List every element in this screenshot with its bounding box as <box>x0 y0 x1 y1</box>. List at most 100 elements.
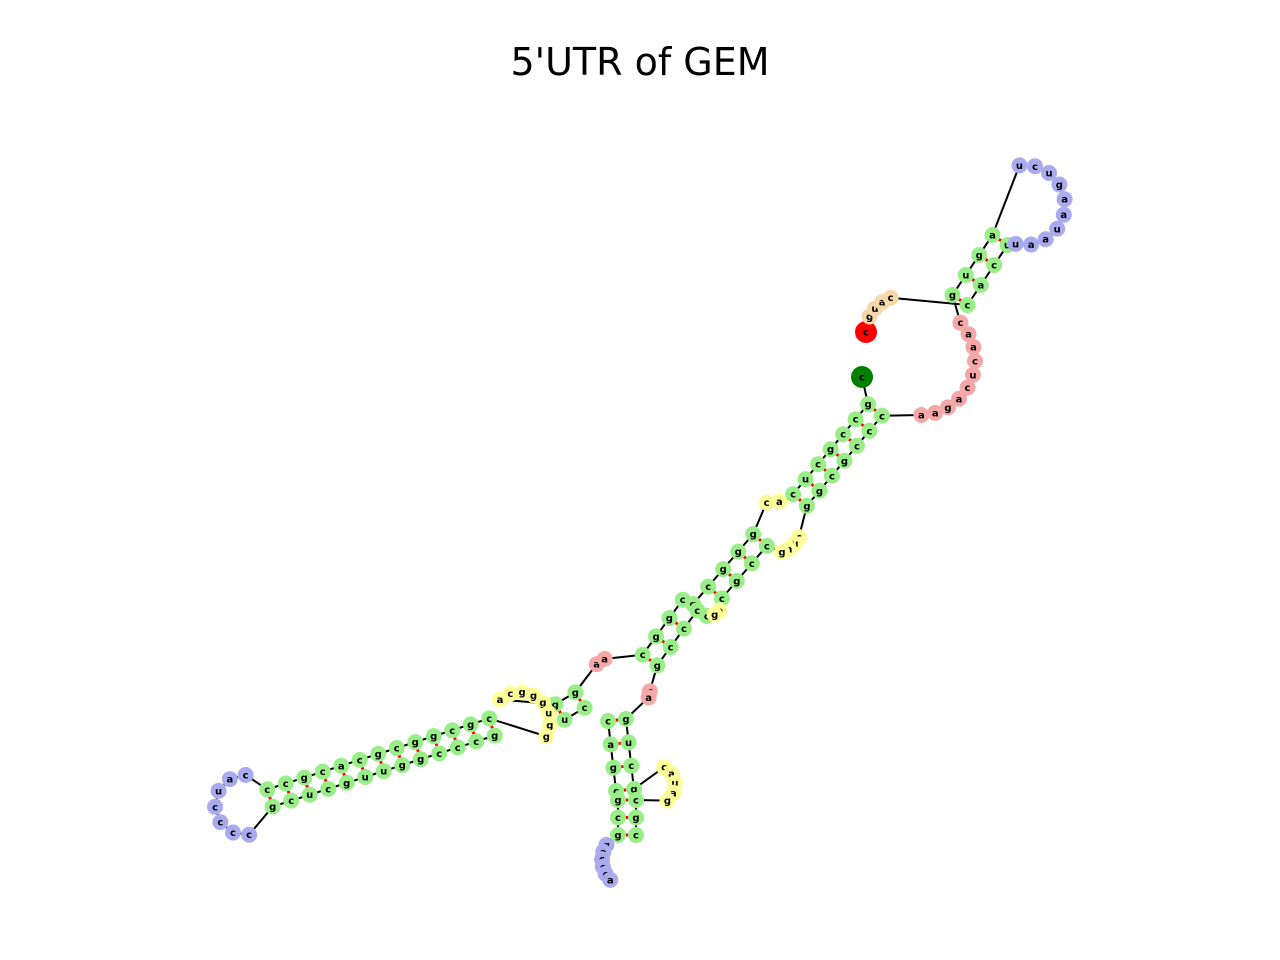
nucleotide-label: a <box>918 410 925 421</box>
nucleotide-label: c <box>230 828 236 839</box>
nucleotide-label: g <box>976 251 983 262</box>
nucleotide-label: a <box>670 788 677 799</box>
nucleotide-node: c <box>610 809 626 826</box>
nucleotide-label: c <box>764 498 770 509</box>
nucleotide-label: c <box>972 356 978 367</box>
nucleotide-node: c <box>713 590 730 607</box>
nucleotide-node: g <box>617 710 634 727</box>
nucleotide-label: a <box>668 769 675 780</box>
nucleotide-node: c <box>388 740 405 757</box>
nucleotide-label: a <box>607 740 614 751</box>
nucleotide-node: g <box>338 774 355 791</box>
nucleotide-label: c <box>628 761 634 772</box>
nucleotide-label: g <box>816 486 823 497</box>
nucleotide-node: u <box>620 734 637 751</box>
nucleotide-label: a <box>956 394 963 405</box>
nucleotide-node: g <box>610 792 626 808</box>
nucleotide-node: c <box>662 638 679 655</box>
nucleotide-label: a <box>593 660 600 671</box>
nucleotide-label: g <box>750 530 757 541</box>
nucleotide-label: a <box>338 761 345 772</box>
nucleotide-label: c <box>879 411 885 422</box>
nucleotide-node: a <box>927 404 944 421</box>
nucleotide-label: c <box>449 726 455 737</box>
nucleotide-node: g <box>610 827 626 843</box>
nucleotide-label: g <box>1056 180 1063 191</box>
nucleotide-label: g <box>269 802 276 813</box>
nucleotide-node: a <box>1056 191 1073 208</box>
nucleotide-node: c <box>848 437 865 454</box>
nucleotide-label: c <box>455 743 461 754</box>
nucleotide-node: c <box>314 763 331 780</box>
nucleotide-label: a <box>607 875 614 886</box>
backbone-link <box>488 717 547 738</box>
nucleotide-label: c <box>866 426 872 437</box>
nucleotide-label: a <box>1060 210 1067 221</box>
nucleotide-node: g <box>773 544 790 561</box>
nucleotide-label: g <box>375 749 382 760</box>
nucleotide-node: g <box>706 606 723 623</box>
nucleotide-node: c <box>207 798 224 815</box>
nucleotide-label: g <box>614 796 621 807</box>
nucleotide-label: g <box>865 400 872 411</box>
nucleotide-node: g <box>264 798 281 815</box>
nucleotide-label: c <box>325 784 331 795</box>
nucleotide-node: u <box>964 366 981 383</box>
nucleotide-node: c <box>1026 158 1043 175</box>
nucleotide-label: c <box>840 430 846 441</box>
nucleotide-node: u <box>957 267 974 284</box>
nucleotide-label: a <box>1061 195 1068 206</box>
nucleotide-node: a <box>965 339 982 356</box>
nucleotide-node: c <box>277 775 294 792</box>
nucleotide-label: g <box>803 501 810 512</box>
nucleotide-label: g <box>735 547 742 558</box>
nucleotide-node: g <box>745 526 762 543</box>
nucleotide-label: c <box>719 594 725 605</box>
nucleotide-node: c <box>785 486 802 503</box>
nucleotide-label: g <box>610 763 617 774</box>
nucleotide-node: g <box>567 684 584 701</box>
nucleotide-node: c <box>743 555 760 572</box>
nucleotide-node: c <box>959 296 976 313</box>
nucleotide-node: u <box>1049 220 1066 237</box>
nucleotide-node: c <box>952 314 969 331</box>
nucleotide-node: u <box>210 782 227 799</box>
nucleotide-label: g <box>343 778 350 789</box>
nucleotide-node: g <box>407 734 424 751</box>
nucleotide-node: g <box>659 792 676 809</box>
nucleotide-node: c <box>224 824 241 841</box>
nucleotide-label: u <box>1016 161 1023 172</box>
nucleotide-node: c <box>468 733 485 750</box>
nucleotide-label: g <box>430 732 437 743</box>
nucleotide-node: g <box>628 809 644 826</box>
nucleotide-node: g <box>370 745 387 762</box>
nucleotide-node: a <box>333 757 350 774</box>
nucleotide-node: c <box>212 814 229 831</box>
nucleotide-label: g <box>519 688 526 699</box>
backbone-link <box>890 296 968 306</box>
nucleotide-node: g <box>296 769 313 786</box>
nucleotide-label: a <box>226 775 233 786</box>
nucleotide-node: g <box>462 716 479 733</box>
nucleotide-label: c <box>965 383 971 394</box>
nucleotide-node: g <box>971 247 988 264</box>
nucleotide-label: c <box>790 490 796 501</box>
nucleotide-node: g <box>940 399 957 416</box>
nucleotide-label: c <box>991 260 997 271</box>
nucleotide-label: c <box>473 737 479 748</box>
nucleotide-node: c <box>966 352 983 369</box>
nucleotide-node: g <box>425 728 442 745</box>
nucleotide-node: a <box>1023 236 1040 253</box>
nucleotide-label: c <box>486 714 492 725</box>
nucleotide-label: c <box>1032 162 1038 173</box>
nucleotide-label: g <box>622 714 629 725</box>
nucleotide-label: c <box>615 813 621 824</box>
nucleotide-label: c <box>243 771 249 782</box>
nucleotide-label: c <box>394 744 400 755</box>
nucleotide-node: c <box>959 379 976 396</box>
nucleotide-label: g <box>666 614 673 625</box>
nucleotide-label: g <box>491 731 498 742</box>
nucleotide-label: a <box>989 231 996 242</box>
nucleotide-node: a <box>951 390 968 407</box>
